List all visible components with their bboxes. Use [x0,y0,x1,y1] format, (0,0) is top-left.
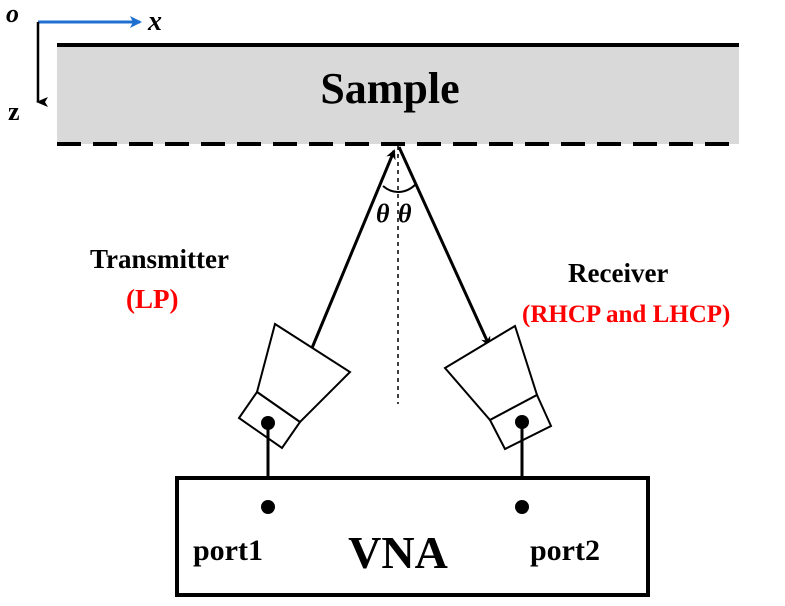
port2-connector [515,500,529,514]
incident-angle-arc [382,185,399,193]
incident-angle-label: θ [376,199,390,228]
vna-label: VNA [348,527,448,578]
sample-body [57,45,739,144]
origin-label: o [6,0,19,28]
incident-beam [310,149,396,349]
reflected-beam [397,146,491,347]
port2-label: port2 [530,534,600,567]
transmitter-horn [237,322,352,507]
x-axis-label: x [147,6,162,37]
transmitter-label: Transmitter [90,244,229,274]
port1-connector [261,500,275,514]
coordinate-axes: o x z [6,0,162,126]
reflected-angle-arc [397,183,417,193]
z-axis-label: z [8,97,20,126]
vna-instrument: port1 VNA port2 [175,476,650,597]
transmitter-polarization: (LP) [126,284,178,314]
beam-paths: θ θ [310,146,491,404]
reflected-angle-label: θ [398,199,412,228]
sample-slab: Sample [57,43,739,146]
receiver-horn [443,324,553,507]
receiver-polarization: (RHCP and LHCP) [522,301,730,328]
port1-label: port1 [193,534,263,567]
receiver-label: Receiver [568,258,668,288]
vna-box [175,476,650,597]
sample-label: Sample [320,64,459,113]
